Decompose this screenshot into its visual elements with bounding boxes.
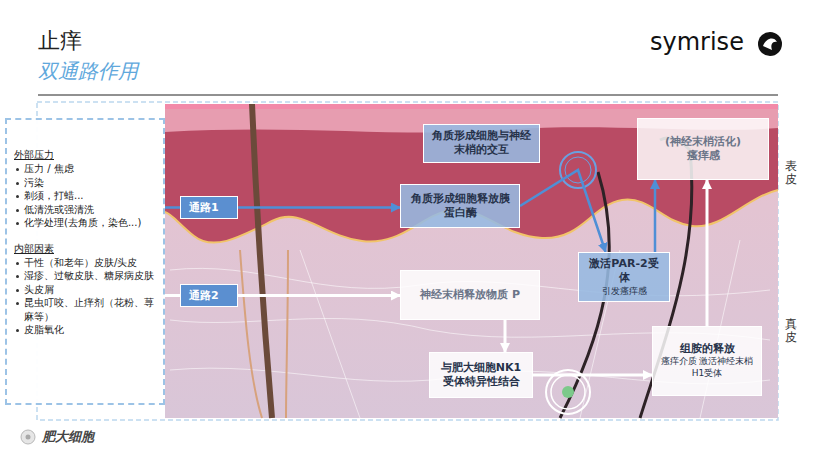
list-item: 干性（和老年）皮肤/头皮 bbox=[24, 256, 137, 270]
bullet bbox=[16, 168, 19, 171]
text-row: 干性（和老年）皮肤/头皮 bbox=[14, 256, 158, 270]
text-row: 瘙痒介质 激活神经末梢H1受体 bbox=[659, 356, 755, 379]
text-row: 压力 / 焦虑 bbox=[14, 162, 158, 176]
bullet bbox=[16, 209, 19, 212]
text-row: 化学处理(去角质，染色...) bbox=[14, 216, 158, 230]
bullet bbox=[16, 195, 19, 198]
mast-cell-circle bbox=[546, 370, 590, 414]
text-row: 通路1 bbox=[189, 200, 229, 215]
list-item: 昆虫叮咬、止痒剂（花粉、荨麻等） bbox=[24, 296, 158, 323]
mast-cell-icon bbox=[21, 430, 35, 444]
subtitle: 双通路作用 bbox=[38, 58, 138, 85]
node-text: 角质形成细胞释放胰蛋白酶 bbox=[407, 192, 513, 221]
connectors bbox=[165, 170, 707, 375]
node-text: 通路1 bbox=[189, 200, 219, 215]
dermis bbox=[165, 104, 778, 418]
process-box: 与肥大细胞NK1受体特异性结合 bbox=[429, 352, 533, 398]
process-box: 角质形成细胞与神经末梢的交互 bbox=[423, 124, 540, 163]
watermark: 肥大细胞 bbox=[42, 428, 94, 446]
bullet bbox=[16, 262, 19, 265]
fiber bbox=[300, 250, 360, 418]
node-text: (神经末梢活化) bbox=[665, 135, 741, 149]
factor-list-box: 外部压力压力 / 焦虑污染剃须，打蜡...低清洗或强清洗化学处理(去角质，染色.… bbox=[5, 118, 165, 405]
node-text: 通路2 bbox=[189, 288, 219, 303]
list-item: 湿疹、过敏皮肤、糖尿病皮肤 bbox=[24, 269, 154, 283]
layer-label: 真皮 bbox=[785, 318, 797, 344]
text-row: 外部压力 bbox=[14, 148, 158, 162]
list-item: 低清洗或强清洗 bbox=[24, 203, 94, 217]
title-rule bbox=[38, 95, 778, 96]
list-item: 剃须，打蜡... bbox=[24, 189, 84, 203]
text-row: 激活PAR-2受体 bbox=[585, 257, 663, 286]
arrow-connector bbox=[238, 294, 400, 297]
list-item: 头皮屑 bbox=[24, 283, 54, 297]
text-row: 低清洗或强清洗 bbox=[14, 203, 158, 217]
result-box: (神经末梢活化)瘙痒感 bbox=[637, 118, 769, 180]
bullet bbox=[16, 275, 19, 278]
arrow-connector bbox=[165, 206, 180, 209]
list-item: 皮脂氧化 bbox=[24, 323, 64, 337]
text-row: 湿疹、过敏皮肤、糖尿病皮肤 bbox=[14, 269, 158, 283]
process-box: 组胺的释放瘙痒介质 激活神经末梢H1受体 bbox=[652, 326, 762, 396]
process-box: 角质形成细胞释放胰蛋白酶 bbox=[400, 184, 520, 228]
arrow-connector bbox=[520, 170, 606, 252]
node-text: 神经末梢释放物质 P bbox=[420, 288, 520, 302]
arrow-connector bbox=[238, 206, 400, 209]
node-text: 瘙痒感 bbox=[687, 149, 720, 163]
logo-text: symrise bbox=[650, 28, 744, 56]
list-item: 化学处理(去角质，染色...) bbox=[24, 216, 141, 230]
bullet bbox=[16, 289, 19, 292]
layer-label: 表皮 bbox=[785, 160, 797, 186]
text-row: 通路2 bbox=[189, 288, 229, 303]
node-text: 瘙痒介质 激活神经末梢H1受体 bbox=[659, 356, 755, 379]
text-row: 神经末梢释放物质 P bbox=[407, 288, 533, 302]
process-box: 激活PAR-2受体引发瘙痒感 bbox=[578, 252, 670, 302]
bullet bbox=[16, 329, 19, 332]
logo-emblem bbox=[758, 32, 782, 56]
node-text: 外部压力 bbox=[14, 148, 54, 162]
text-row: 昆虫叮咬、止痒剂（花粉、荨麻等） bbox=[14, 296, 158, 323]
text-row: 内部因素 bbox=[14, 242, 158, 256]
skin-surface bbox=[165, 104, 778, 109]
node-text: 引发瘙痒感 bbox=[602, 286, 647, 298]
mast-cell-icon bbox=[26, 435, 31, 440]
arrow-connector bbox=[706, 180, 709, 326]
pathway-tag: 通路1 bbox=[180, 196, 238, 219]
hair-follicle bbox=[240, 250, 288, 418]
text-row: 瘙痒感 bbox=[644, 149, 762, 163]
text-row: (神经末梢活化) bbox=[644, 135, 762, 149]
list-item: 污染 bbox=[24, 176, 44, 190]
mast-cell bbox=[562, 386, 574, 398]
text-row: 皮脂氧化 bbox=[14, 323, 158, 337]
bullet bbox=[16, 222, 19, 225]
text-row: 引发瘙痒感 bbox=[585, 286, 663, 298]
mast-cell-circle bbox=[551, 375, 585, 409]
text-row: 角质形成细胞释放胰蛋白酶 bbox=[407, 192, 513, 221]
text-row: 与肥大细胞NK1受体特异性结合 bbox=[436, 361, 526, 390]
node-text: 角质形成细胞与神经末梢的交互 bbox=[430, 129, 533, 158]
process-box: 神经末梢释放物质 P bbox=[400, 270, 540, 320]
text-row: 污染 bbox=[14, 176, 158, 190]
page-title: 止痒 bbox=[38, 26, 82, 56]
node-text: 内部因素 bbox=[14, 242, 54, 256]
node-text: 激活PAR-2受体 bbox=[585, 257, 663, 286]
text-row: 剃须，打蜡... bbox=[14, 189, 158, 203]
hair-shaft bbox=[252, 104, 272, 418]
text-row: 头皮屑 bbox=[14, 283, 158, 297]
bullet bbox=[16, 182, 19, 185]
list-item: 压力 / 焦虑 bbox=[24, 162, 74, 176]
node-text: 与肥大细胞NK1受体特异性结合 bbox=[436, 361, 526, 390]
arrow-connector bbox=[165, 294, 180, 297]
arrow-connector bbox=[504, 320, 507, 352]
node-text: 组胺的释放 bbox=[680, 342, 735, 356]
text-row: 角质形成细胞与神经末梢的交互 bbox=[430, 129, 533, 158]
text-row: 组胺的释放 bbox=[659, 342, 755, 356]
arrow-connector bbox=[654, 180, 657, 252]
bullet bbox=[16, 302, 19, 305]
logo-dragon bbox=[763, 39, 777, 50]
pathway-tag: 通路2 bbox=[180, 284, 238, 307]
arrow-connector bbox=[533, 374, 652, 377]
